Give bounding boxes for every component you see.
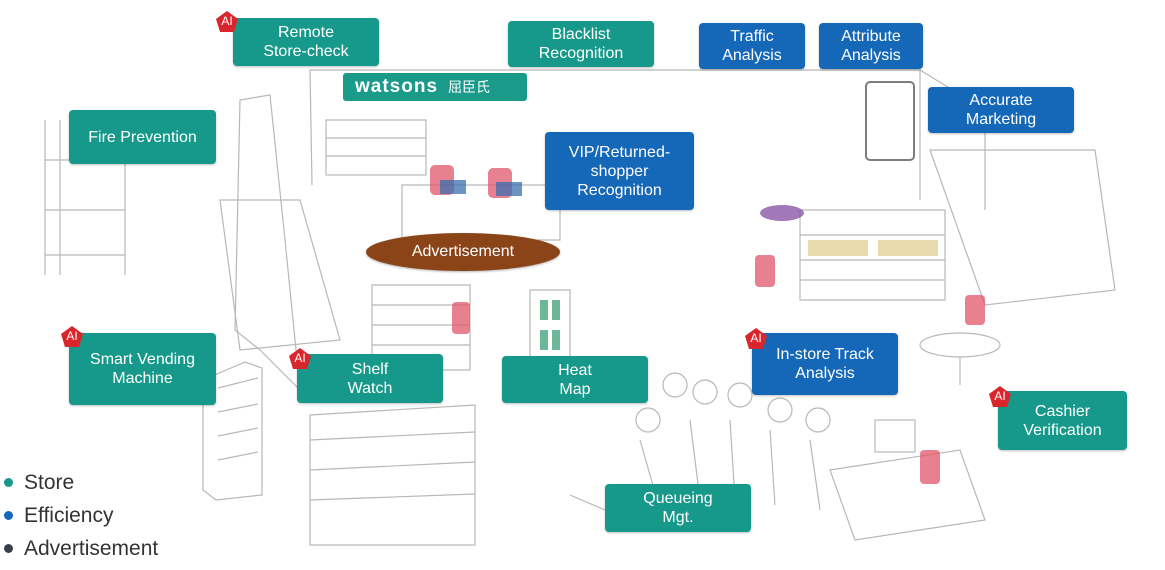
tag-attribute-analysis: Attribute Analysis xyxy=(819,23,923,69)
tag-advertisement: Advertisement xyxy=(366,233,560,271)
legend-dot xyxy=(4,511,13,520)
legend-label: Store xyxy=(24,470,75,494)
ai-badge-icon: AI xyxy=(744,327,768,351)
watsons-logo: watsons 屈臣氏 xyxy=(343,73,527,101)
tag-fire-prevention: Fire Prevention xyxy=(69,110,216,164)
tag-remote-store-check: Remote Store-check xyxy=(233,18,379,66)
tag-queueing-mgt: Queueing Mgt. xyxy=(605,484,751,532)
legend: Store Efficiency Advertisement xyxy=(4,466,158,565)
legend-dot xyxy=(4,544,13,553)
logo-chinese: 屈臣氏 xyxy=(448,79,491,95)
ai-badge-label: AI xyxy=(994,389,1006,403)
tag-vip-recognition: VIP/Returned- shopper Recognition xyxy=(545,132,694,210)
tag-smart-vending-machine: Smart Vending Machine xyxy=(69,333,216,405)
tag-shelf-watch: Shelf Watch xyxy=(297,354,443,403)
ai-badge-icon: AI xyxy=(988,385,1012,409)
ai-badge-label: AI xyxy=(750,331,762,345)
legend-dot xyxy=(4,478,13,487)
tag-traffic-analysis: Traffic Analysis xyxy=(699,23,805,69)
tag-blacklist-recognition: Blacklist Recognition xyxy=(508,21,654,67)
tag-heat-map: Heat Map xyxy=(502,356,648,403)
legend-item-advertisement: Advertisement xyxy=(4,532,158,565)
legend-label: Efficiency xyxy=(24,503,114,527)
ai-badge-icon: AI xyxy=(288,347,312,371)
legend-label: Advertisement xyxy=(24,536,159,560)
tag-accurate-marketing: Accurate Marketing xyxy=(928,87,1074,133)
ai-badge-label: AI xyxy=(221,14,233,28)
ai-badge-label: AI xyxy=(294,351,306,365)
logo-wordmark: watsons xyxy=(355,76,439,97)
ai-badge-icon: AI xyxy=(60,325,84,349)
ai-badge-icon: AI xyxy=(215,10,239,34)
legend-item-efficiency: Efficiency xyxy=(4,499,158,532)
legend-item-store: Store xyxy=(4,466,158,499)
tag-in-store-track-analysis: In-store Track Analysis xyxy=(752,333,898,395)
ai-badge-label: AI xyxy=(66,329,78,343)
tag-cashier-verification: Cashier Verification xyxy=(998,391,1127,450)
